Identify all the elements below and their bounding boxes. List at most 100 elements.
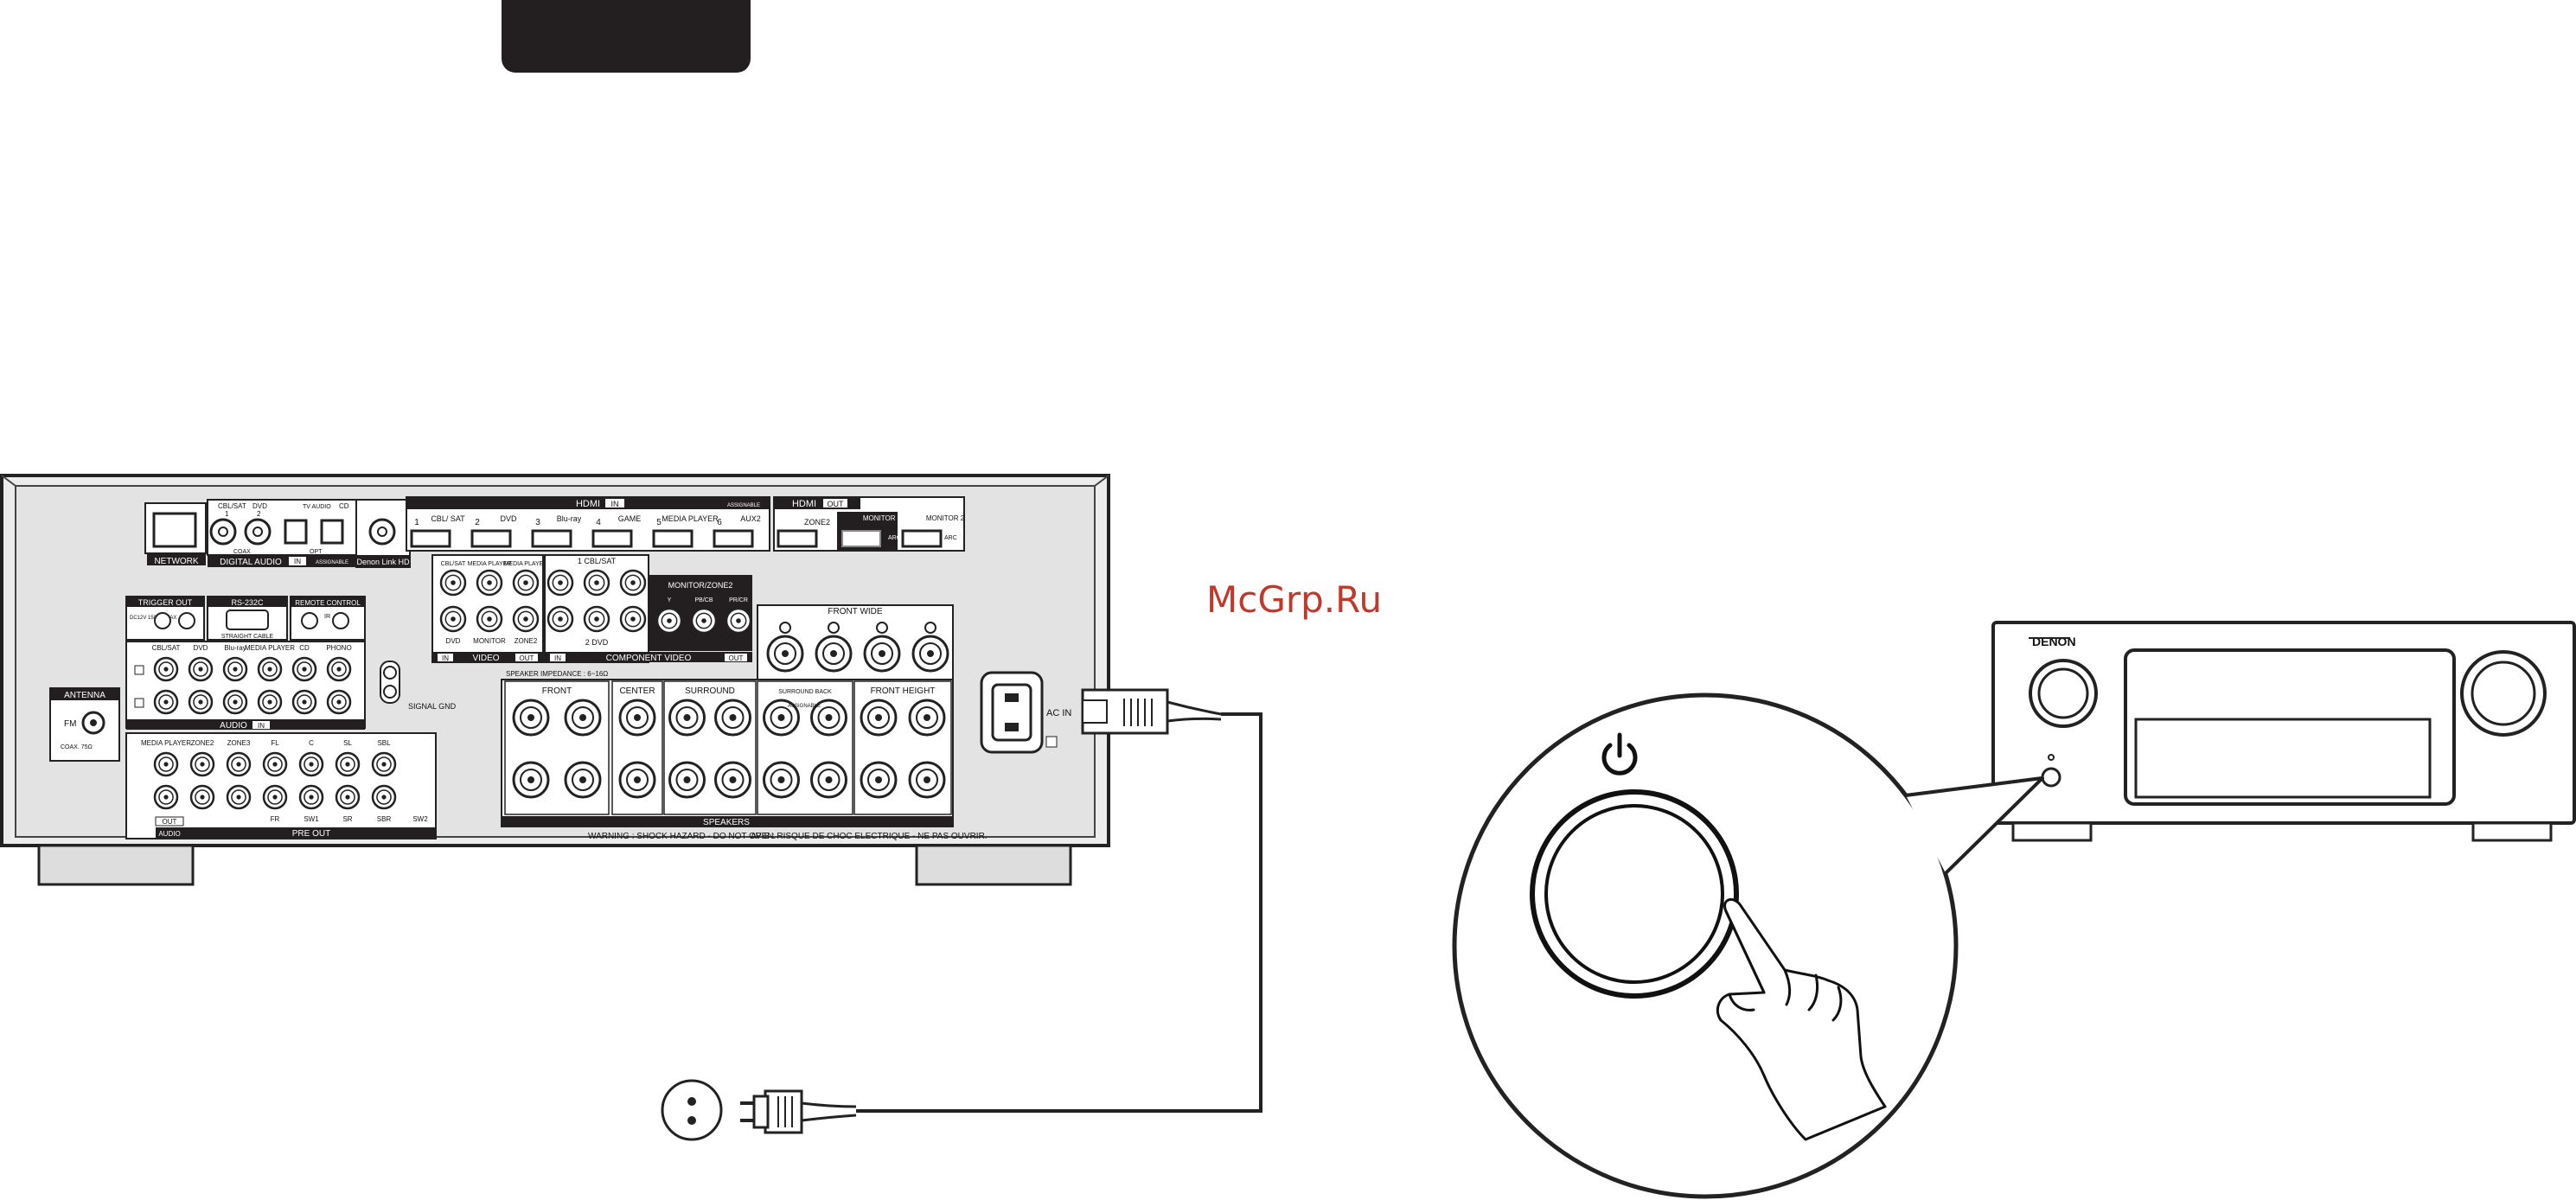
preout-jack-lower[interactable] bbox=[226, 784, 252, 810]
front-wide-terminal[interactable] bbox=[815, 635, 853, 673]
speaker-terminal[interactable] bbox=[810, 761, 847, 799]
component-in-2-jack[interactable] bbox=[547, 605, 574, 633]
video-in-jack[interactable] bbox=[512, 569, 540, 597]
speaker-terminal[interactable] bbox=[512, 699, 550, 737]
speaker-terminal[interactable] bbox=[618, 699, 656, 737]
speaker-terminal[interactable] bbox=[860, 761, 898, 799]
optical-jack-2[interactable] bbox=[320, 519, 344, 545]
speaker-terminal[interactable] bbox=[908, 761, 946, 799]
signal-gnd-screw[interactable] bbox=[383, 666, 397, 680]
video-jack[interactable] bbox=[512, 605, 540, 633]
remote-out-jack[interactable] bbox=[332, 612, 349, 629]
audio-in-jack-l[interactable] bbox=[153, 656, 179, 682]
svg-text:FM: FM bbox=[64, 719, 76, 729]
svg-text:OPT: OPT bbox=[310, 549, 323, 555]
audio-in-jack-r[interactable] bbox=[222, 689, 248, 715]
audio-in-jack-l[interactable] bbox=[326, 656, 352, 682]
preout-jack-lower[interactable] bbox=[189, 784, 215, 810]
component-in-2-jack[interactable] bbox=[619, 605, 647, 633]
audio-in-jack-r[interactable] bbox=[153, 689, 179, 715]
speaker-terminal[interactable] bbox=[564, 761, 602, 799]
video-in-jack[interactable] bbox=[476, 569, 503, 597]
preout-label: MEDIA PLAYER bbox=[141, 739, 191, 747]
audio-in-source-label: Blu-ray bbox=[224, 644, 246, 652]
component-in-2-jack[interactable] bbox=[583, 605, 610, 633]
audio-in-jack-l[interactable] bbox=[222, 656, 248, 682]
audio-in-jack-r[interactable] bbox=[257, 689, 283, 715]
front-wide-terminal[interactable] bbox=[766, 635, 804, 673]
svg-text:MONITOR 1: MONITOR 1 bbox=[863, 514, 902, 522]
denon-link-section: Denon Link HD bbox=[355, 499, 411, 568]
hdmi-out-monitor-1[interactable] bbox=[841, 530, 881, 547]
preout-jack-lower[interactable] bbox=[298, 784, 324, 810]
preout-jack[interactable] bbox=[262, 751, 288, 777]
preout-jack[interactable] bbox=[226, 751, 252, 777]
video-jack[interactable] bbox=[476, 605, 503, 633]
r-marker bbox=[134, 698, 144, 708]
hdmi-out-monitor-2[interactable] bbox=[901, 529, 943, 548]
power-button-small[interactable] bbox=[2041, 767, 2061, 788]
speaker-terminal[interactable] bbox=[810, 699, 847, 737]
audio-in-jack-l[interactable] bbox=[188, 656, 214, 682]
audio-in-jack-r[interactable] bbox=[188, 689, 214, 715]
network-port[interactable] bbox=[152, 512, 197, 548]
audio-in-jack-r[interactable] bbox=[291, 689, 317, 715]
svg-text:ZONE2: ZONE2 bbox=[804, 518, 830, 527]
preout-jack-lower[interactable] bbox=[335, 784, 361, 810]
audio-in-jack-l[interactable] bbox=[257, 656, 283, 682]
ac-inlet-socket[interactable] bbox=[991, 683, 1032, 742]
preout-jack[interactable] bbox=[189, 751, 215, 777]
speaker-terminal[interactable] bbox=[763, 761, 800, 799]
hdmi-in-port-5[interactable] bbox=[652, 529, 694, 548]
front-wide-terminal[interactable] bbox=[863, 635, 901, 673]
speaker-terminal[interactable] bbox=[714, 761, 751, 799]
speaker-terminal[interactable] bbox=[714, 699, 751, 737]
component-out-jack[interactable] bbox=[655, 607, 683, 635]
speaker-terminal[interactable] bbox=[668, 761, 706, 799]
preout-jack[interactable] bbox=[298, 751, 324, 777]
component-out-jack[interactable] bbox=[725, 607, 752, 635]
hdmi-in-port-1[interactable] bbox=[410, 529, 451, 548]
svg-text:OUT: OUT bbox=[828, 500, 845, 508]
hdmi-in-port-3[interactable] bbox=[531, 529, 572, 548]
speaker-terminal[interactable] bbox=[908, 699, 946, 737]
component-in-1-jack[interactable] bbox=[583, 569, 610, 597]
component-out-jack[interactable] bbox=[690, 607, 718, 635]
speaker-terminal[interactable] bbox=[860, 699, 898, 737]
rs232c-port[interactable] bbox=[226, 610, 269, 630]
speaker-terminal[interactable] bbox=[512, 761, 550, 799]
preout-jack[interactable] bbox=[153, 751, 179, 777]
speaker-terminal[interactable] bbox=[763, 699, 800, 737]
polarity-marker bbox=[779, 622, 791, 634]
hdmi-in-port-6[interactable] bbox=[713, 529, 754, 548]
speaker-terminal[interactable] bbox=[618, 761, 656, 799]
audio-in-source-label: PHONO bbox=[326, 644, 351, 652]
trigger-jack-2[interactable] bbox=[178, 612, 195, 629]
component-out-label: PB/CB bbox=[694, 597, 713, 603]
hdmi-in-port-2[interactable] bbox=[470, 529, 512, 548]
trigger-jack-1[interactable] bbox=[154, 612, 171, 629]
preout-label: ZONE2 bbox=[191, 739, 214, 747]
preout-bottom-label: SW1 bbox=[304, 815, 319, 823]
remote-in-jack[interactable] bbox=[301, 612, 318, 629]
svg-text:Denon Link HD: Denon Link HD bbox=[356, 558, 410, 566]
video-jack[interactable] bbox=[439, 605, 467, 633]
speaker-terminal[interactable] bbox=[564, 699, 602, 737]
preout-jack[interactable] bbox=[371, 751, 397, 777]
audio-in-jack-l[interactable] bbox=[291, 656, 317, 682]
preout-jack-lower[interactable] bbox=[262, 784, 288, 810]
optical-jack-1[interactable] bbox=[284, 519, 308, 545]
audio-in-jack-r[interactable] bbox=[326, 689, 352, 715]
component-out-label: Y bbox=[668, 597, 672, 603]
component-in-1-jack[interactable] bbox=[547, 569, 574, 597]
preout-jack-lower[interactable] bbox=[371, 784, 397, 810]
component-in-1-jack[interactable] bbox=[619, 569, 647, 597]
preout-jack-lower[interactable] bbox=[153, 784, 179, 810]
hdmi-in-port-4[interactable] bbox=[591, 529, 633, 548]
preout-jack[interactable] bbox=[335, 751, 361, 777]
video-in-jack[interactable] bbox=[439, 569, 467, 597]
hdmi-out-zone2[interactable] bbox=[777, 529, 818, 548]
speaker-terminal[interactable] bbox=[668, 699, 706, 737]
front-wide-terminal[interactable] bbox=[911, 635, 949, 673]
